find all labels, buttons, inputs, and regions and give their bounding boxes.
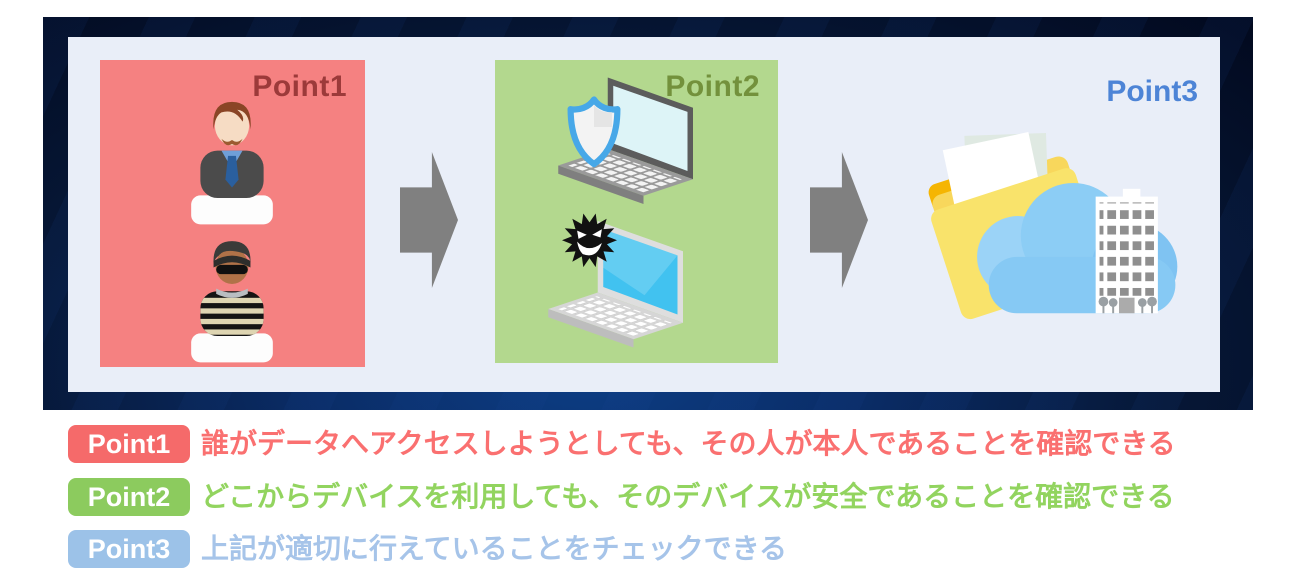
point3-description: 上記が適切に行えていることをチェックできる — [201, 533, 788, 564]
point2-title: Point2 — [665, 70, 760, 103]
laptop-malware-icon — [548, 213, 683, 348]
cloud-storage-icon — [928, 132, 1178, 320]
point2-box: Point2 — [495, 60, 778, 363]
virus-icon — [562, 213, 617, 268]
businessman-icon — [191, 101, 273, 225]
point2-description: どこからデバイスを利用しても、そのデバイスが安全であることを確認できる — [201, 481, 1175, 512]
right-arrow-icon — [810, 152, 868, 288]
tree-icons — [1098, 296, 1157, 314]
right-arrow-icon — [400, 152, 458, 288]
point1-badge: Point1 — [68, 425, 190, 463]
building-icon — [1095, 188, 1158, 314]
legend-row-point3: Point3 上記が適切に行えていることをチェックできる — [68, 530, 787, 568]
legend-row-point2: Point2 どこからデバイスを利用しても、そのデバイスが安全であることを確認で… — [68, 478, 1175, 516]
thief-icon — [191, 241, 273, 363]
point1-box: Point1 — [100, 60, 365, 367]
point1-description: 誰がデータへアクセスしようとしても、その人が本人であることを確認できる — [201, 428, 1176, 459]
point3-title: Point3 — [1106, 75, 1198, 108]
diagram-panel: Point1 — [68, 37, 1220, 392]
legend-row-point1: Point1 誰がデータへアクセスしようとしても、その人が本人であることを確認で… — [68, 425, 1176, 463]
laptop-shield-icon — [558, 77, 693, 204]
point3-badge: Point3 — [68, 530, 190, 568]
point2-badge: Point2 — [68, 478, 190, 516]
outer-frame: Point1 — [43, 17, 1253, 410]
point1-title: Point1 — [252, 70, 347, 103]
